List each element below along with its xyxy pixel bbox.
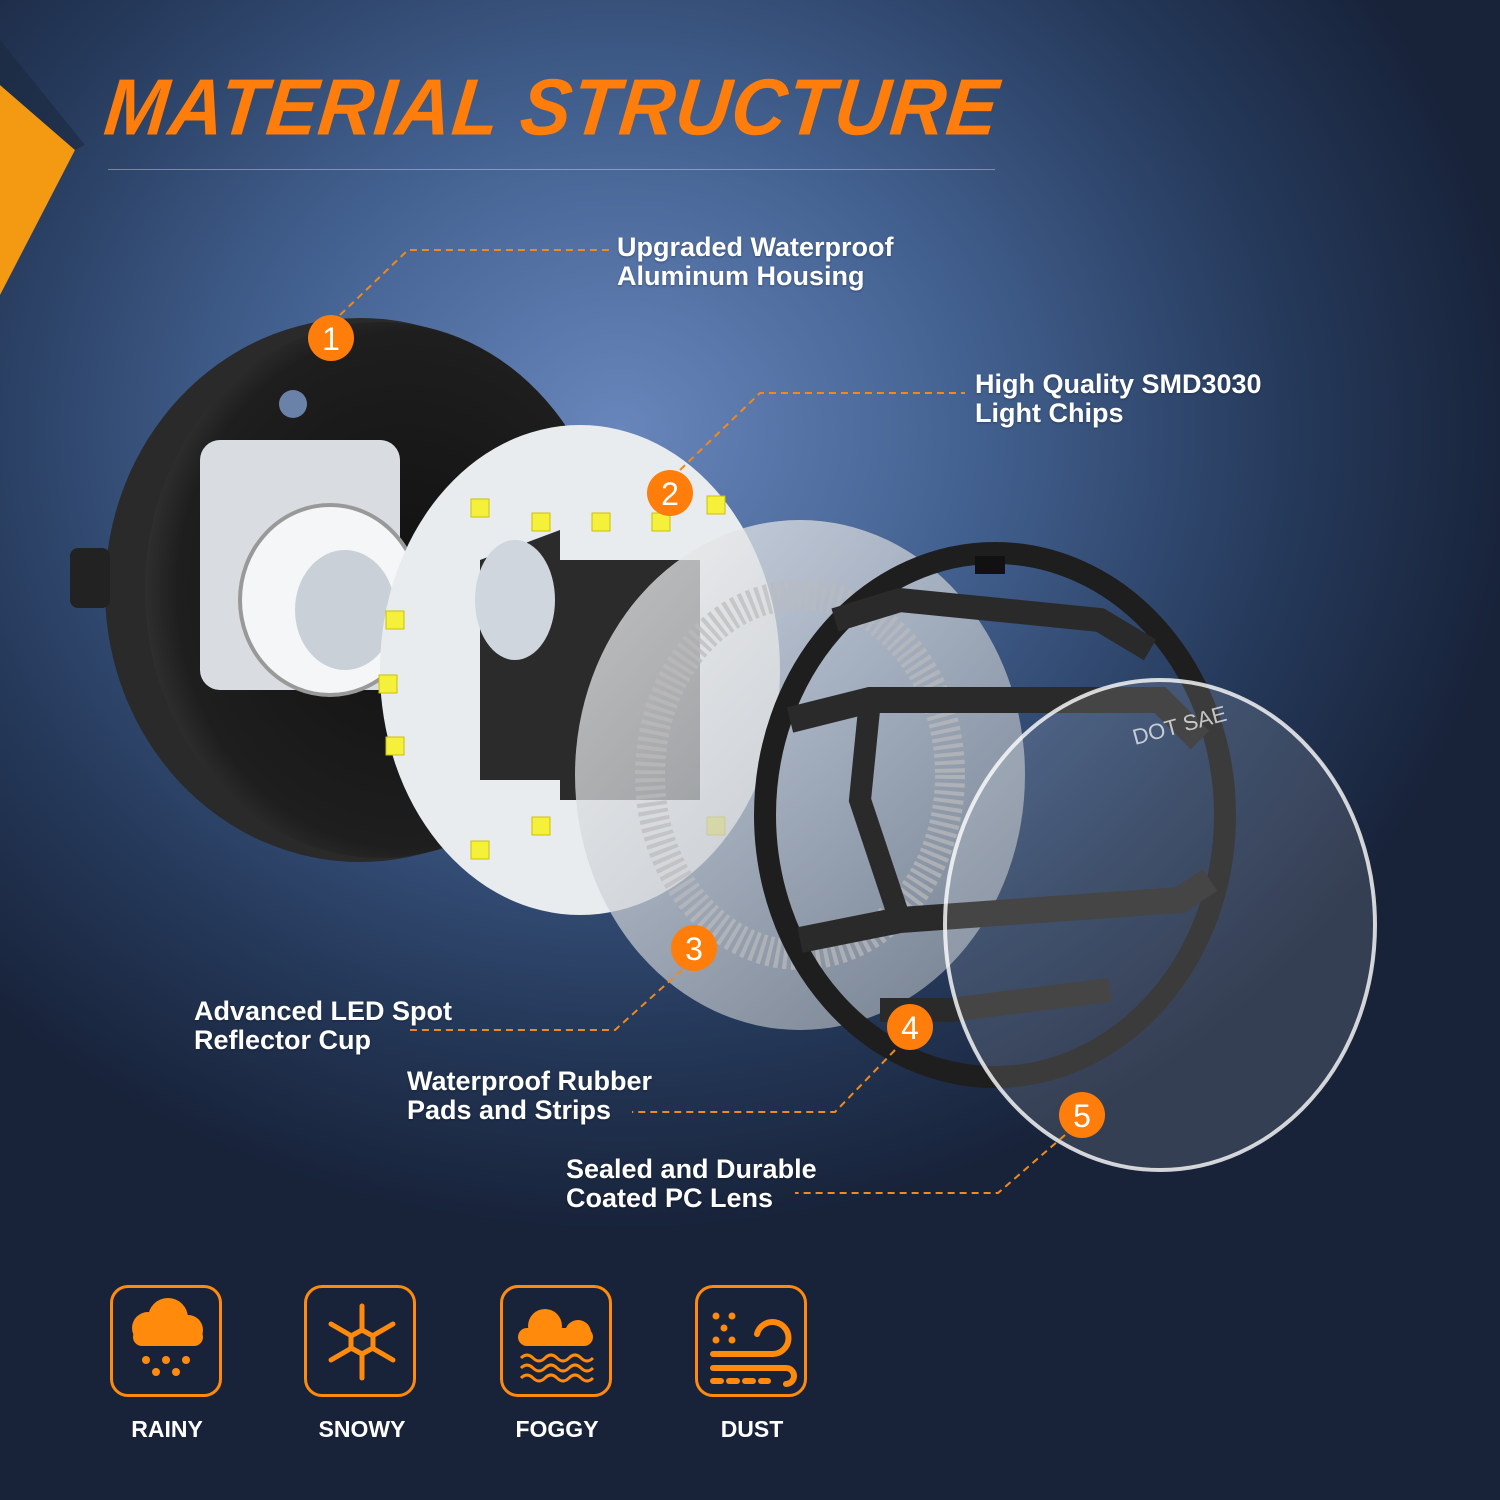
condition-label-snowy: SNOWY	[318, 1416, 406, 1442]
callout-line: Aluminum Housing	[617, 261, 865, 291]
callout-marker-5: 5	[1059, 1092, 1105, 1138]
svg-text:4: 4	[901, 1010, 919, 1046]
callout-line: High Quality SMD3030	[975, 369, 1262, 399]
led-chip	[385, 736, 405, 756]
smd3030-chips	[378, 495, 726, 860]
led-chip	[385, 610, 405, 630]
callout-line: Pads and Strips	[407, 1095, 612, 1125]
svg-text:1: 1	[322, 321, 340, 357]
condition-label-foggy: FOGGY	[515, 1416, 599, 1442]
callout-marker-1: 1	[308, 315, 354, 361]
corner-accent	[0, 40, 85, 295]
callout-line: Reflector Cup	[194, 1025, 372, 1055]
condition-label-dust: DUST	[720, 1416, 784, 1442]
projector-lens-module	[200, 440, 422, 697]
led-chip	[378, 674, 398, 694]
callout-line: Light Chips	[975, 398, 1124, 428]
led-chip	[531, 816, 551, 836]
dust-badge	[695, 1285, 807, 1397]
led-chip	[531, 512, 551, 532]
dust-wind-icon	[710, 1312, 797, 1387]
led-chip	[706, 495, 726, 515]
snowflake-icon	[328, 1303, 396, 1381]
led-chip	[470, 498, 490, 518]
svg-text:5: 5	[1073, 1098, 1091, 1134]
pc-lens: DOT SAE	[943, 678, 1377, 1172]
led-chip	[470, 840, 490, 860]
callout-marker-3: 3	[671, 925, 717, 971]
callout-leader-lines	[339, 249, 1066, 1194]
callout-line: Coated PC Lens	[566, 1183, 774, 1213]
callout-line: Waterproof Rubber	[407, 1066, 652, 1096]
led-chip	[591, 512, 611, 532]
condition-label-rainy: RAINY	[131, 1416, 203, 1442]
foggy-badge	[500, 1285, 612, 1397]
callout-line: Advanced LED Spot	[194, 996, 453, 1026]
svg-text:3: 3	[685, 931, 703, 967]
callout-line: Sealed and Durable	[566, 1154, 817, 1184]
callout-marker-2: 2	[647, 470, 693, 516]
title-divider	[108, 169, 995, 170]
svg-text:2: 2	[661, 476, 679, 512]
callout-marker-4: 4	[887, 1004, 933, 1050]
snowy-badge	[304, 1285, 416, 1397]
rubber-bezel-frame	[754, 542, 1236, 1088]
fog-icon	[518, 1309, 595, 1383]
rainy-badge	[110, 1285, 222, 1397]
rain-cloud-icon	[132, 1298, 203, 1376]
callout-line: Upgraded Waterproof	[617, 232, 894, 262]
